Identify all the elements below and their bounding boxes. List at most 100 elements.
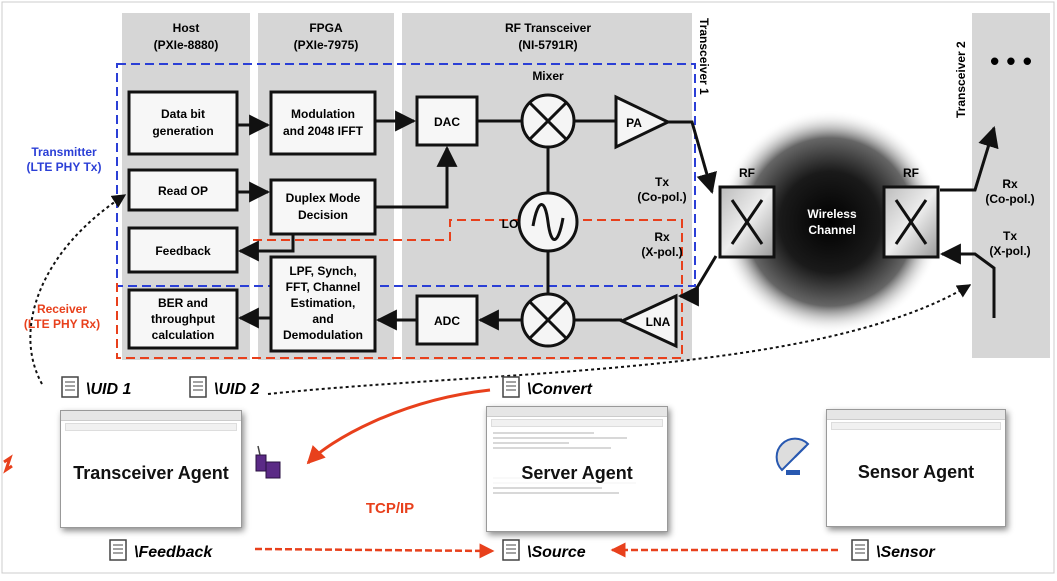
wireless-channel-sublabel: Channel	[808, 223, 855, 237]
transmitter-label: Transmitter	[31, 145, 97, 159]
host-title: Host	[173, 21, 200, 35]
uid1-file[interactable]: \UID 1	[61, 376, 131, 398]
sensor-agent-label: Sensor Agent	[857, 462, 975, 482]
receiver-sublabel: (LTE PHY Rx)	[24, 317, 100, 331]
file-icon	[61, 376, 79, 398]
svg-text:Feedback: Feedback	[155, 244, 211, 258]
tx-xpol-label: Tx	[1003, 229, 1017, 243]
adc-block: ADC	[415, 294, 479, 346]
svg-text:LNA: LNA	[646, 315, 671, 329]
transceiver-agent-window[interactable]: Transceiver Agent	[60, 410, 242, 528]
lo-oscillator-symbol	[517, 191, 579, 253]
file-icon	[502, 376, 520, 398]
source-file[interactable]: \Source	[502, 539, 586, 561]
rf-antenna-right	[882, 185, 940, 259]
svg-text:\Sensor: \Sensor	[876, 544, 935, 561]
window-titlebar	[487, 407, 667, 417]
more-transceivers-ellipsis: • • •	[990, 46, 1032, 76]
sensor-file[interactable]: \Sensor	[851, 539, 935, 561]
fpga-subtitle: (PXIe-7975)	[294, 38, 359, 52]
convert-file[interactable]: \Convert	[502, 376, 593, 398]
transceiver2-label: Transceiver 2	[954, 41, 968, 118]
svg-text:\Feedback: \Feedback	[134, 544, 213, 561]
svg-text:Estimation,: Estimation,	[291, 296, 356, 310]
rf-subtitle: (NI-5791R)	[518, 38, 577, 52]
svg-text:LPF, Synch,: LPF, Synch,	[289, 264, 356, 278]
tx-copol-label: Tx	[655, 175, 669, 189]
rf-title: RF Transceiver	[505, 21, 591, 35]
uid1-to-read-op-curve	[29, 194, 127, 385]
uid2-file[interactable]: \UID 2	[189, 376, 259, 398]
rx-xpol-sublabel: (X-pol.)	[641, 245, 682, 259]
rx-xpol-label: Rx	[654, 230, 670, 244]
svg-text:and 2048 IFFT: and 2048 IFFT	[283, 124, 364, 138]
rx-mixer-symbol	[520, 292, 576, 348]
file-icon	[189, 376, 207, 398]
rf-right-label: RF	[903, 166, 919, 180]
ber-throughput-block: BER and throughput calculation	[127, 288, 239, 350]
svg-text:Duplex Mode: Duplex Mode	[286, 191, 361, 205]
svg-text:Decision: Decision	[298, 208, 348, 222]
file-icon	[502, 539, 520, 561]
feedback-file[interactable]: \Feedback	[109, 539, 213, 561]
svg-text:generation: generation	[152, 124, 213, 138]
svg-text:Data bit: Data bit	[161, 107, 205, 121]
fpga-title: FPGA	[309, 21, 343, 35]
window-urlbar	[491, 419, 663, 427]
svg-text:\Source: \Source	[527, 544, 586, 561]
convert-to-transceiver-arrow	[306, 388, 491, 465]
transceiver-agent-label: Transceiver Agent	[73, 463, 229, 483]
server-agent-window[interactable]: Server Agent	[486, 406, 668, 532]
svg-text:BER and: BER and	[158, 296, 208, 310]
red-scribble-mark	[3, 454, 13, 474]
feedback-to-source-arrow	[254, 543, 495, 559]
transceiver2-column	[972, 13, 1050, 358]
satellite-dish-icon	[775, 437, 810, 475]
window-urlbar	[831, 422, 1001, 430]
lpf-demodulation-block: LPF, Synch, FFT, Channel Estimation, and…	[269, 255, 377, 353]
window-titlebar	[827, 410, 1005, 420]
data-bit-generation-block: Data bit generation	[127, 90, 239, 156]
tx-mixer-symbol	[520, 93, 576, 149]
svg-text:\UID 2: \UID 2	[214, 381, 259, 398]
svg-text:Demodulation: Demodulation	[283, 328, 363, 342]
rf-antenna-left	[718, 185, 776, 259]
file-icon	[109, 539, 127, 561]
window-urlbar	[65, 423, 237, 431]
rx-copol-sublabel: (Co-pol.)	[985, 192, 1034, 206]
transceiver1-label: Transceiver 1	[697, 18, 711, 95]
lna-amplifier: LNA	[618, 293, 678, 349]
receiver-region	[116, 219, 683, 359]
signal-flow-arrows	[237, 110, 999, 331]
svg-text:\Convert: \Convert	[527, 381, 593, 398]
receiver-label: Receiver	[37, 302, 87, 316]
host-subtitle: (PXIe-8880)	[154, 38, 219, 52]
svg-text:calculation: calculation	[152, 328, 215, 342]
sensor-agent-window[interactable]: Sensor Agent	[826, 409, 1006, 527]
lo-label: LO	[502, 217, 519, 231]
svg-text:FFT, Channel: FFT, Channel	[286, 280, 361, 294]
svg-text:and: and	[312, 312, 333, 326]
svg-text:DAC: DAC	[434, 115, 460, 129]
file-icon	[851, 539, 869, 561]
read-op-block: Read OP	[127, 168, 239, 212]
feedback-block: Feedback	[127, 226, 239, 274]
tx-xpol-sublabel: (X-pol.)	[989, 244, 1030, 258]
tcp-ip-label: TCP/IP	[366, 500, 414, 517]
transmitter-sublabel: (LTE PHY Tx)	[27, 160, 102, 174]
svg-text:Read OP: Read OP	[158, 184, 208, 198]
uid2-to-transceiver2-curve	[267, 284, 972, 395]
svg-text:Modulation: Modulation	[291, 107, 355, 121]
transmitter-region	[116, 63, 696, 287]
rf-left-label: RF	[739, 166, 755, 180]
window-titlebar	[61, 411, 241, 421]
dac-block: DAC	[415, 95, 479, 147]
server-agent-label: Server Agent	[487, 463, 667, 484]
svg-text:PA: PA	[626, 116, 642, 130]
svg-text:\UID 1: \UID 1	[86, 381, 131, 398]
rx-copol-label: Rx	[1002, 177, 1018, 191]
svg-text:throughput: throughput	[151, 312, 215, 326]
